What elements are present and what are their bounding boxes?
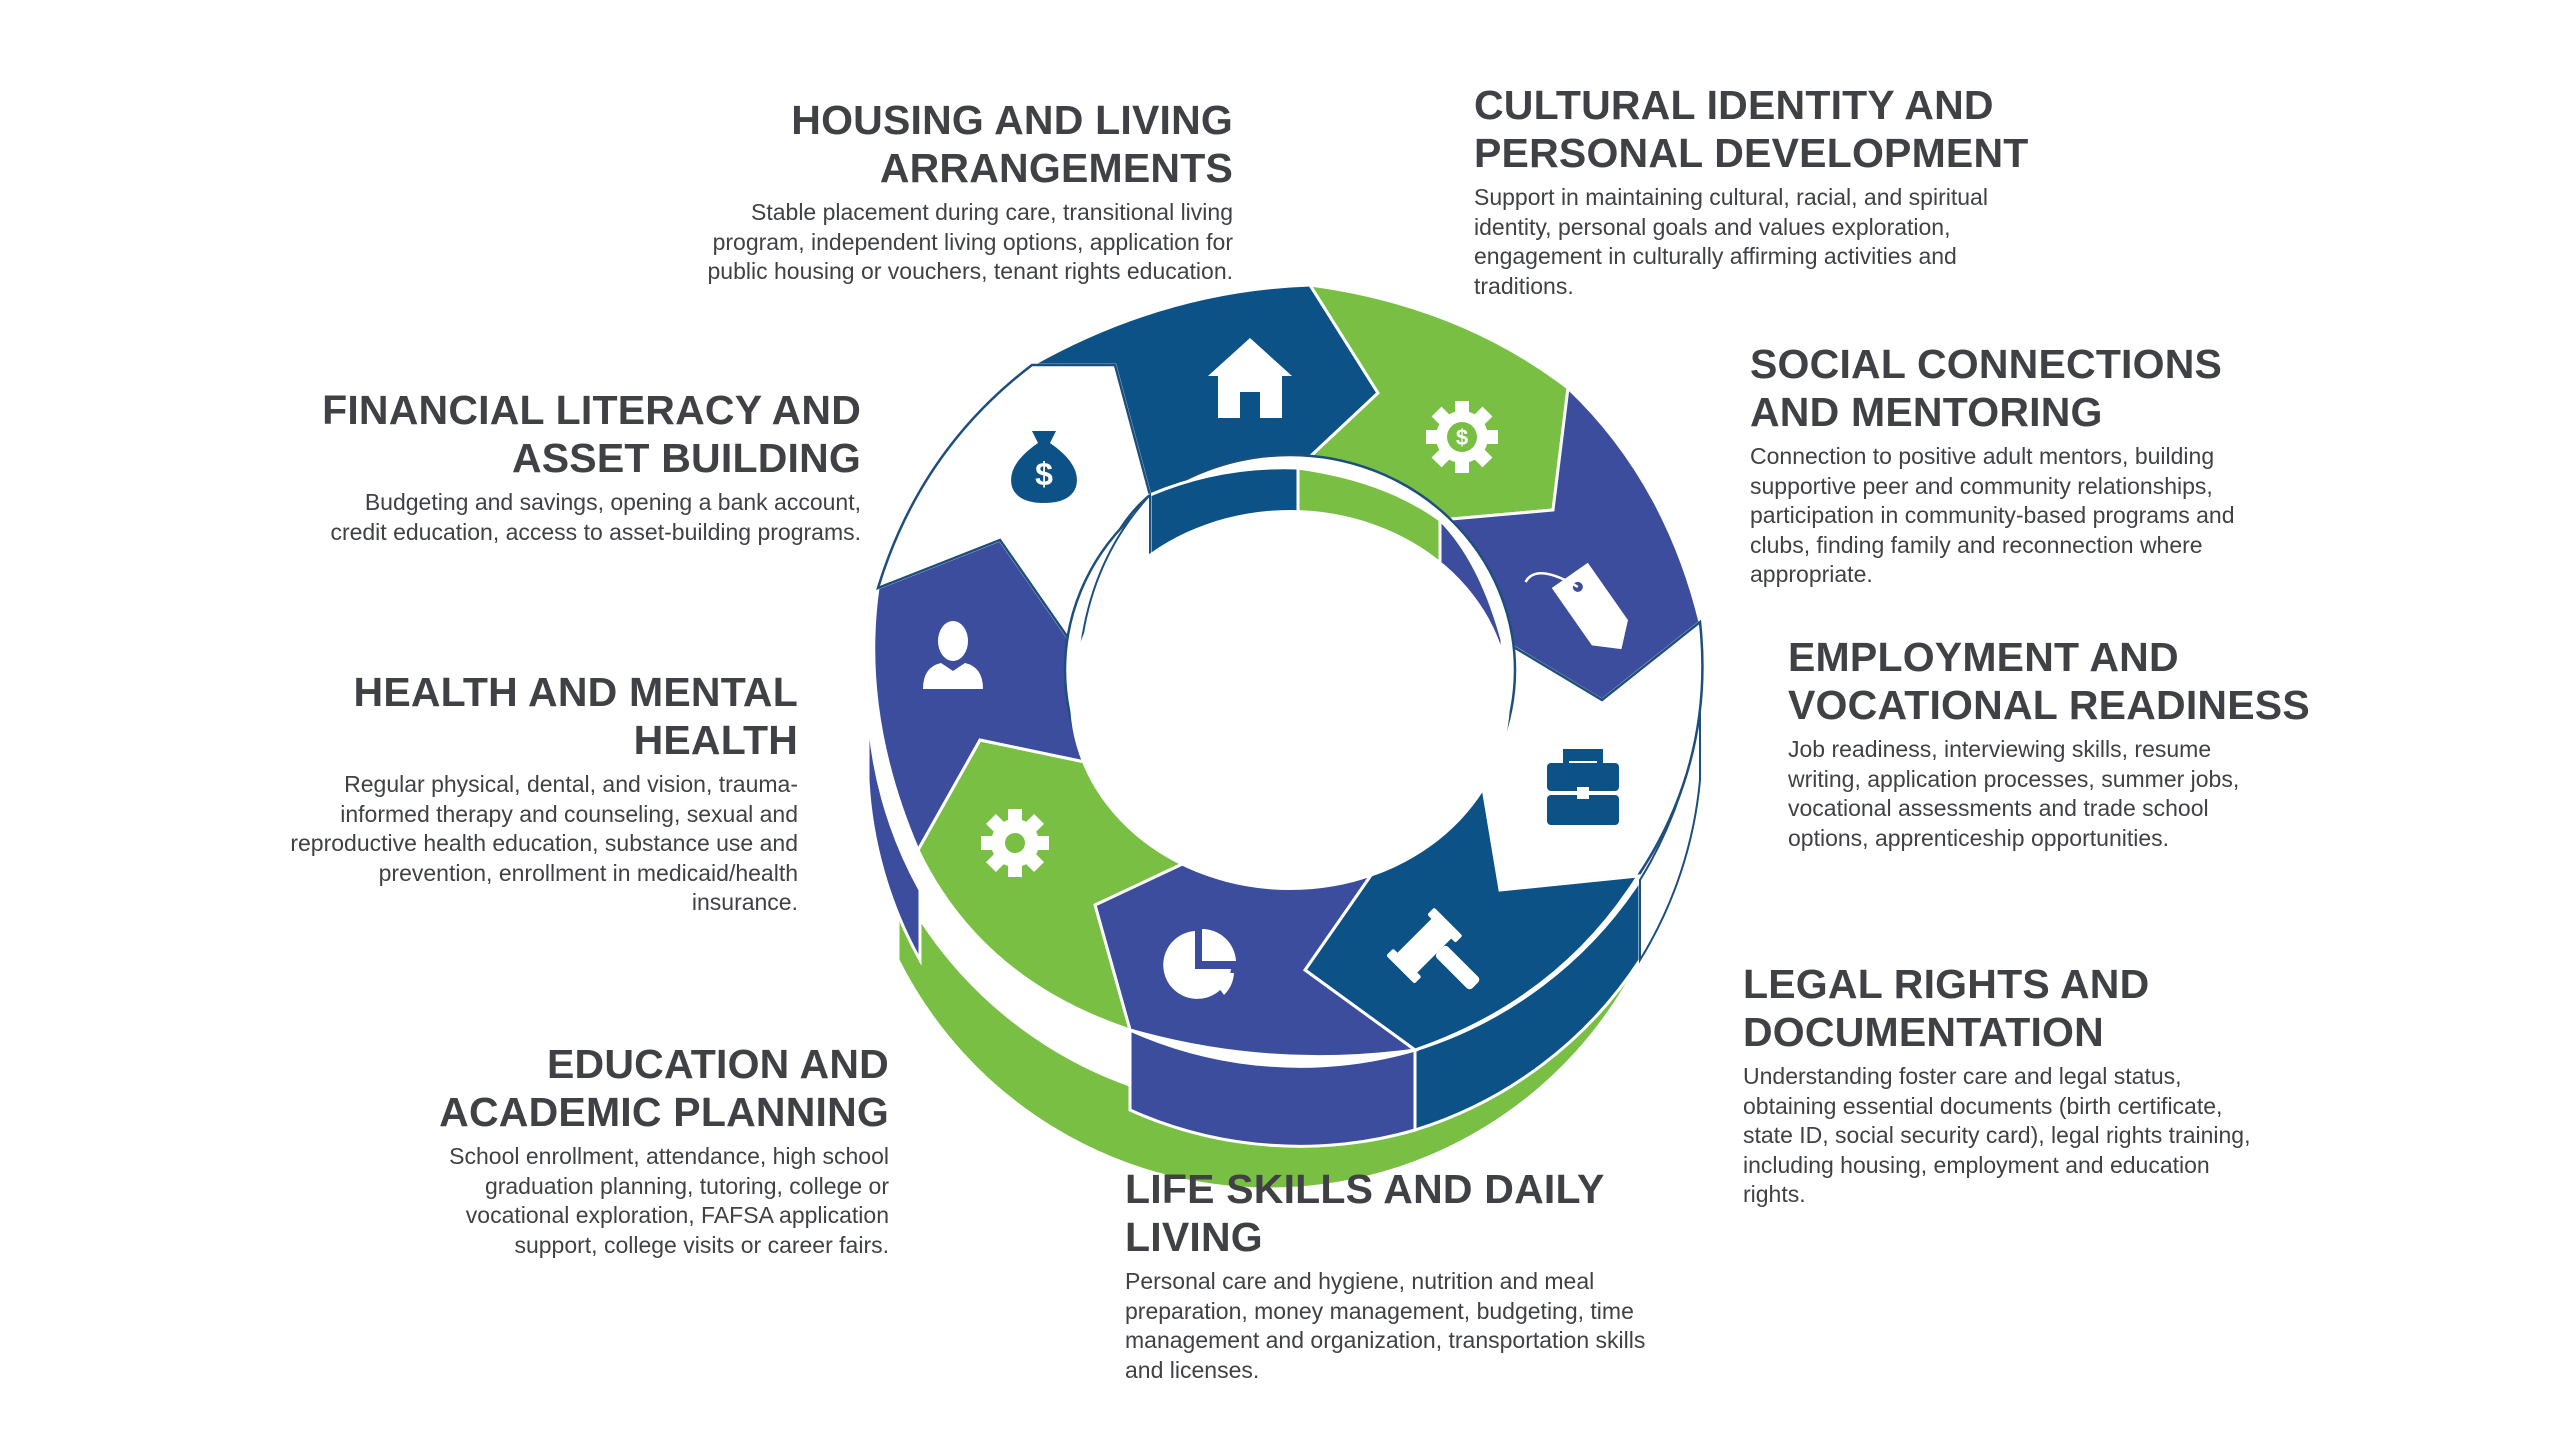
title-line: HEALTH (633, 717, 798, 763)
topic-description: School enrollment, attendance, high scho… (189, 1142, 889, 1260)
desc-line: clubs, finding family and reconnection w… (1750, 531, 2203, 558)
title-line: SOCIAL CONNECTIONS (1750, 341, 2223, 387)
desc-line: identity, personal goals and values expl… (1474, 213, 1951, 240)
tag-icon (1524, 562, 1628, 650)
desc-line: traditions. (1474, 272, 1574, 299)
desc-line: including housing, employment and educat… (1743, 1151, 2210, 1178)
desc-line: prevention, enrollment in medicaid/healt… (378, 859, 798, 886)
desc-line: obtaining essential documents (birth cer… (1743, 1092, 2223, 1119)
house-icon (1208, 338, 1292, 418)
title-line: VOCATIONAL READINESS (1788, 682, 2310, 728)
ring-side-wall (866, 699, 1701, 1191)
gear-icon (981, 809, 1049, 877)
title-line: LIFE SKILLS AND DAILY (1125, 1166, 1605, 1212)
gavel-icon (1386, 908, 1480, 990)
title-line: ASSET BUILDING (511, 435, 861, 481)
desc-line: informed therapy and counseling, sexual … (340, 800, 798, 827)
topic-description: Support in maintaining cultural, racial,… (1474, 183, 2174, 301)
title-line: CULTURAL IDENTITY AND (1474, 82, 1994, 128)
desc-line: School enrollment, attendance, high scho… (449, 1143, 889, 1169)
gear-dollar-icon: $ (1426, 401, 1498, 473)
desc-line: vocational assessments and trade school (1788, 795, 2209, 821)
desc-line: management and organization, transportat… (1125, 1327, 1646, 1353)
title-line: ARRANGEMENTS (879, 145, 1233, 191)
title-line: HOUSING AND LIVING (791, 97, 1233, 143)
desc-line: insurance. (691, 889, 798, 915)
title-line: ACADEMIC PLANNING (439, 1089, 889, 1135)
title-line: HEALTH AND MENTAL (353, 669, 798, 715)
topic-description: Personal care and hygiene, nutrition and… (1125, 1267, 1825, 1385)
desc-line: options, apprenticeship opportunities. (1788, 824, 2170, 851)
desc-line: credit education, access to asset-buildi… (330, 518, 861, 545)
desc-line: state ID, social security card), legal r… (1743, 1122, 2251, 1148)
svg-text:$: $ (1456, 425, 1468, 450)
pie-chart-icon (1163, 928, 1236, 999)
desc-line: rights. (1743, 1181, 1806, 1207)
desc-line: Job readiness, interviewing skills, resu… (1788, 736, 2212, 762)
desc-line: vocational exploration, FAFSA applicatio… (465, 1202, 889, 1228)
desc-line: public housing or vouchers, tenant right… (707, 258, 1234, 284)
title-line: LEGAL RIGHTS AND (1743, 961, 2150, 1007)
desc-line: Support in maintaining cultural, racial,… (1474, 184, 1988, 210)
person-icon (923, 621, 983, 689)
svg-text:$: $ (1035, 456, 1053, 492)
desc-line: preparation, money management, budgeting… (1125, 1297, 1634, 1324)
title-line: PERSONAL DEVELOPMENT (1474, 130, 2029, 176)
desc-line: appropriate. (1750, 561, 1873, 587)
title-line: FINANCIAL LITERACY AND (322, 387, 861, 433)
desc-line: Understanding foster care and legal stat… (1743, 1063, 2182, 1089)
title-line: AND MENTORING (1750, 389, 2103, 435)
title-line: EDUCATION AND (547, 1041, 889, 1087)
desc-line: graduation planning, tutoring, college o… (484, 1172, 889, 1199)
title-line: LIVING (1125, 1214, 1263, 1260)
topic-description: Job readiness, interviewing skills, resu… (1788, 735, 2488, 853)
topic-description: Stable placement during care, transition… (533, 198, 1234, 287)
desc-line: program, independent living options, app… (712, 228, 1233, 255)
desc-line: Budgeting and savings, opening a bank ac… (364, 489, 861, 515)
desc-line: participation in community-based program… (1750, 502, 2235, 528)
title-line: DOCUMENTATION (1743, 1009, 2104, 1055)
topic-description: Understanding foster care and legal stat… (1743, 1062, 2443, 1210)
desc-line: and licenses. (1125, 1356, 1260, 1383)
desc-line: support, college visits or career fairs. (514, 1231, 889, 1258)
desc-line: writing, application processes, summer j… (1788, 765, 2240, 792)
ring-inner-hole (1063, 453, 1517, 890)
title-line: EMPLOYMENT AND (1788, 634, 2179, 680)
desc-line: reproductive health education, substance… (290, 830, 798, 856)
desc-line: Personal care and hygiene, nutrition and… (1125, 1268, 1595, 1294)
desc-line: engagement in culturally affirming activ… (1474, 243, 1957, 269)
desc-line: Connection to positive adult mentors, bu… (1750, 443, 2215, 469)
desc-line: Stable placement during care, transition… (751, 199, 1233, 225)
money-bag-icon: $ (1011, 431, 1077, 503)
topic-description: Connection to positive adult mentors, bu… (1750, 442, 2450, 590)
desc-line: Regular physical, dental, and vision, tr… (344, 771, 798, 797)
briefcase-icon (1547, 749, 1619, 825)
desc-line: supportive peer and community relationsh… (1750, 472, 2213, 499)
topic-description: Regular physical, dental, and vision, tr… (98, 770, 798, 918)
topic-description: Budgeting and savings, opening a bank ac… (161, 488, 861, 547)
